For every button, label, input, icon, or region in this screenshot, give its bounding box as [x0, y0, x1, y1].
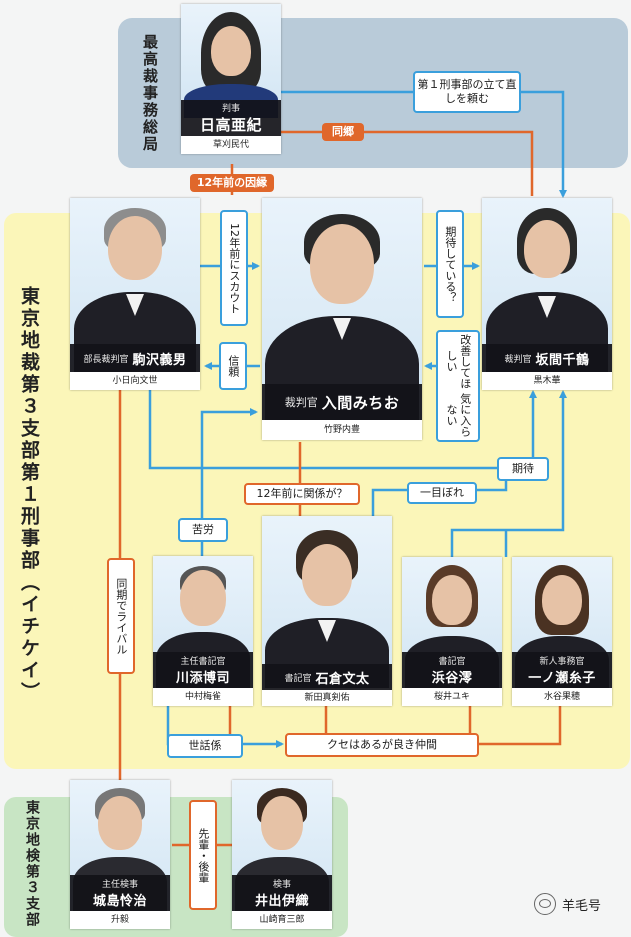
label-ask-rebuild: 第１刑事部の立て直しを頼む [413, 71, 521, 113]
role: 裁判官 [284, 396, 318, 409]
person-card-ichinose: 新人事務官 一ノ瀬糸子 水谷果穂 [512, 557, 612, 706]
watermark: 羊毛号 [534, 893, 601, 915]
label-hometown: 同郷 [322, 123, 364, 141]
label-expect: 期待 [497, 457, 549, 481]
name: 城島怜治 [92, 894, 147, 909]
name: 一ノ瀬糸子 [528, 671, 596, 686]
actor: 升毅 [70, 911, 170, 929]
role: 主任書記官 [180, 657, 226, 667]
actor: 中村梅雀 [153, 688, 253, 706]
line-ask-rebuild [281, 90, 567, 198]
label-past-relation: 12年前に関係が？ [244, 483, 360, 505]
person-card-hamaya: 書記官 浜谷澪 桜井ユキ [402, 557, 502, 706]
person-card-hidaka: 判事 日高亜紀 草刈民代 [181, 4, 281, 154]
label-senior-junior: 先輩・後輩 [189, 800, 217, 910]
label-trust: 信頼 [219, 342, 247, 390]
name: 浜谷澪 [431, 671, 473, 686]
name: 入間みちお [321, 393, 400, 412]
role: 判事 [221, 104, 240, 114]
label-expecting: 期待している？ [436, 210, 464, 318]
actor: 桜井ユキ [402, 688, 502, 706]
actor: 黒木華 [482, 372, 612, 390]
person-card-kawasoe: 主任書記官 川添博司 中村梅雀 [153, 556, 253, 706]
label-rival: 同期でライバル [107, 558, 135, 674]
label-good-friends: クセはあるが良き仲間 [285, 733, 479, 757]
role: 書記官 [284, 673, 312, 684]
person-card-sakama: 裁判官 坂間千鶴 黒木華 [482, 198, 612, 390]
label-hardship: 苦労 [178, 518, 228, 542]
actor: 山崎育三郎 [232, 911, 332, 929]
zone-label-supreme: 最高裁事務総局 [141, 34, 159, 153]
name: 日高亜紀 [199, 116, 262, 134]
name: 坂間千鶴 [535, 352, 590, 368]
label-improve-dislike: 改善してほしい気に入らない [436, 330, 480, 442]
name: 井出伊織 [254, 894, 309, 909]
name: 川添博司 [175, 671, 230, 686]
label-want-improve: 改善してほしい [445, 333, 472, 389]
person-card-komazawa: 部長裁判官 駒沢義男 小日向文世 [70, 198, 200, 390]
portrait [70, 198, 200, 372]
line-komazawa-expect [148, 390, 537, 470]
portrait [262, 198, 422, 420]
line-hardship [200, 408, 258, 556]
zone-label-district: 東京地裁第３支部第１刑事部（イチケイ） [18, 286, 40, 704]
wechat-icon [534, 893, 556, 915]
name: 石倉文太 [315, 671, 370, 687]
zone-label-prosecutor: 東京地検第３支部 [24, 800, 40, 928]
actor: 竹野内豊 [262, 420, 422, 440]
role: 裁判官 [504, 354, 532, 365]
person-card-jojima: 主任検事 城島怜治 升毅 [70, 780, 170, 929]
label-scout: 12年前にスカウト [220, 210, 248, 326]
person-card-iruma: 裁判官 入間みちお 竹野内豊 [262, 198, 422, 440]
role: 部長裁判官 [83, 354, 129, 365]
actor: 新田真剣佑 [262, 690, 392, 706]
actor: 水谷果穂 [512, 688, 612, 706]
actor: 草刈民代 [181, 136, 281, 154]
label-love-first-sight: 一目ぼれ [407, 482, 477, 504]
line-hometown [281, 130, 534, 196]
label-dislike: 気に入らない [445, 393, 472, 438]
watermark-text: 羊毛号 [562, 898, 602, 914]
name: 駒沢義男 [132, 352, 187, 368]
person-card-ide: 検事 井出伊織 山崎育三郎 [232, 780, 332, 929]
line-staff-expect [450, 390, 567, 557]
role: 検事 [272, 880, 291, 890]
portrait [262, 516, 392, 688]
actor: 小日向文世 [70, 372, 200, 390]
person-card-ishikura: 書記官 石倉文太 新田真剣佑 [262, 516, 392, 706]
label-old-karma: 12年前の因縁 [190, 174, 274, 192]
role: 主任検事 [101, 880, 138, 890]
label-caretaker: 世話係 [167, 734, 243, 758]
role: 書記官 [438, 657, 466, 667]
role: 新人事務官 [539, 657, 585, 667]
